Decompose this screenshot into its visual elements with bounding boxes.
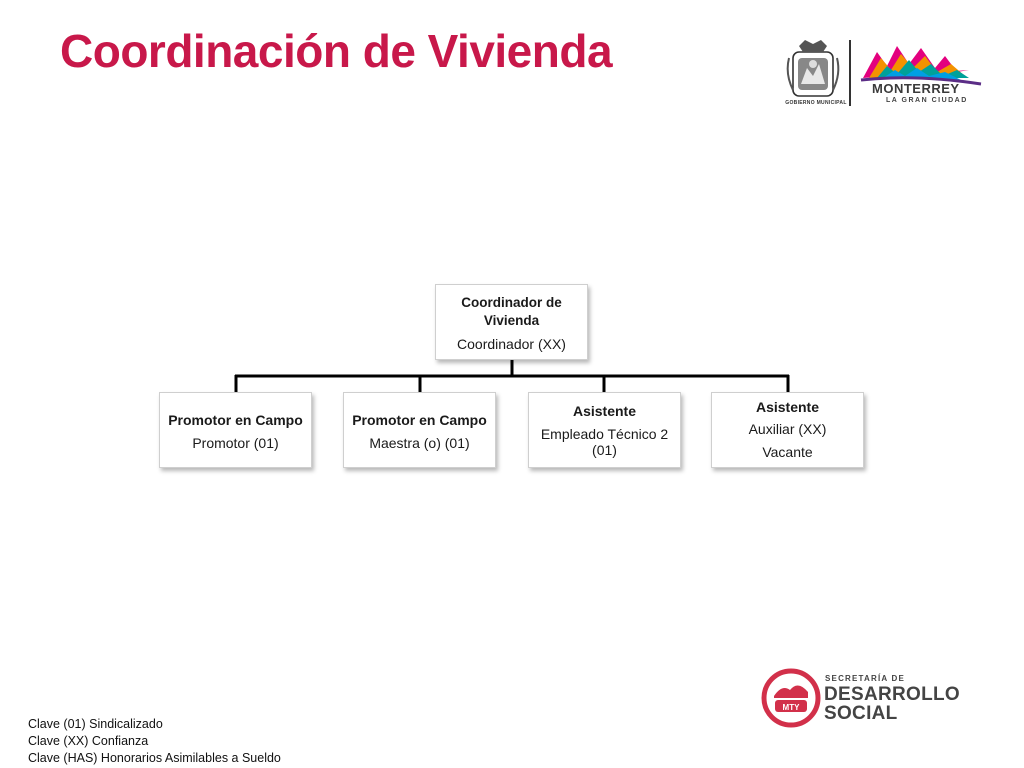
node-subtitle: Coordinador (XX) <box>457 336 566 352</box>
mountain-logo-icon <box>860 46 982 86</box>
mty-circle-icon <box>761 668 821 728</box>
social-label: SOCIAL <box>824 703 898 724</box>
node-subtitle: Promotor (01) <box>192 435 279 451</box>
org-node-promotor-2: Promotor en Campo Maestra (o) (01) <box>343 392 496 468</box>
legend-item: Clave (XX) Confianza <box>28 734 149 748</box>
seal-label: GOBIERNO MUNICIPAL <box>785 100 847 106</box>
node-subtitle: Empleado Técnico 2 (01) <box>540 426 669 458</box>
legend: Clave (01) Sindicalizado Clave (XX) Conf… <box>28 716 281 767</box>
mty-badge: MTY <box>782 703 800 712</box>
monterrey-logo <box>786 40 982 106</box>
node-subtitle: Auxiliar (XX) <box>748 421 827 437</box>
org-node-asistente-1: Asistente Empleado Técnico 2 (01) <box>528 392 681 468</box>
desarrollo-social-logo <box>761 668 821 728</box>
node-title: Promotor en Campo <box>168 412 303 428</box>
monterrey-wordmark: MONTERREY <box>872 81 960 96</box>
org-node-asistente-2: Asistente Auxiliar (XX) Vacante <box>711 392 864 468</box>
legend-item: Clave (HAS) Honorarios Asimilables a Sue… <box>28 751 281 765</box>
node-title: Asistente <box>755 399 820 415</box>
node-status: Vacante <box>762 444 813 460</box>
monterrey-tagline: LA GRAN CIUDAD <box>886 97 968 104</box>
node-title: Coordinador de Vivienda <box>461 295 562 328</box>
secretaria-label: SECRETARÍA DE <box>825 674 906 683</box>
node-subtitle: Maestra (o) (01) <box>369 435 470 451</box>
desarrollo-label: DESARROLLO <box>824 684 960 705</box>
page-title: Coordinación de Vivienda <box>60 25 613 77</box>
org-node-promotor-1: Promotor en Campo Promotor (01) <box>159 392 312 468</box>
logo-divider <box>849 40 851 106</box>
municipal-seal-icon <box>786 40 840 97</box>
node-title: Promotor en Campo <box>352 412 487 428</box>
org-node-coordinador: Coordinador de Vivienda Coordinador (XX) <box>435 284 588 360</box>
legend-item: Clave (01) Sindicalizado <box>28 717 163 731</box>
node-title: Asistente <box>572 403 637 419</box>
